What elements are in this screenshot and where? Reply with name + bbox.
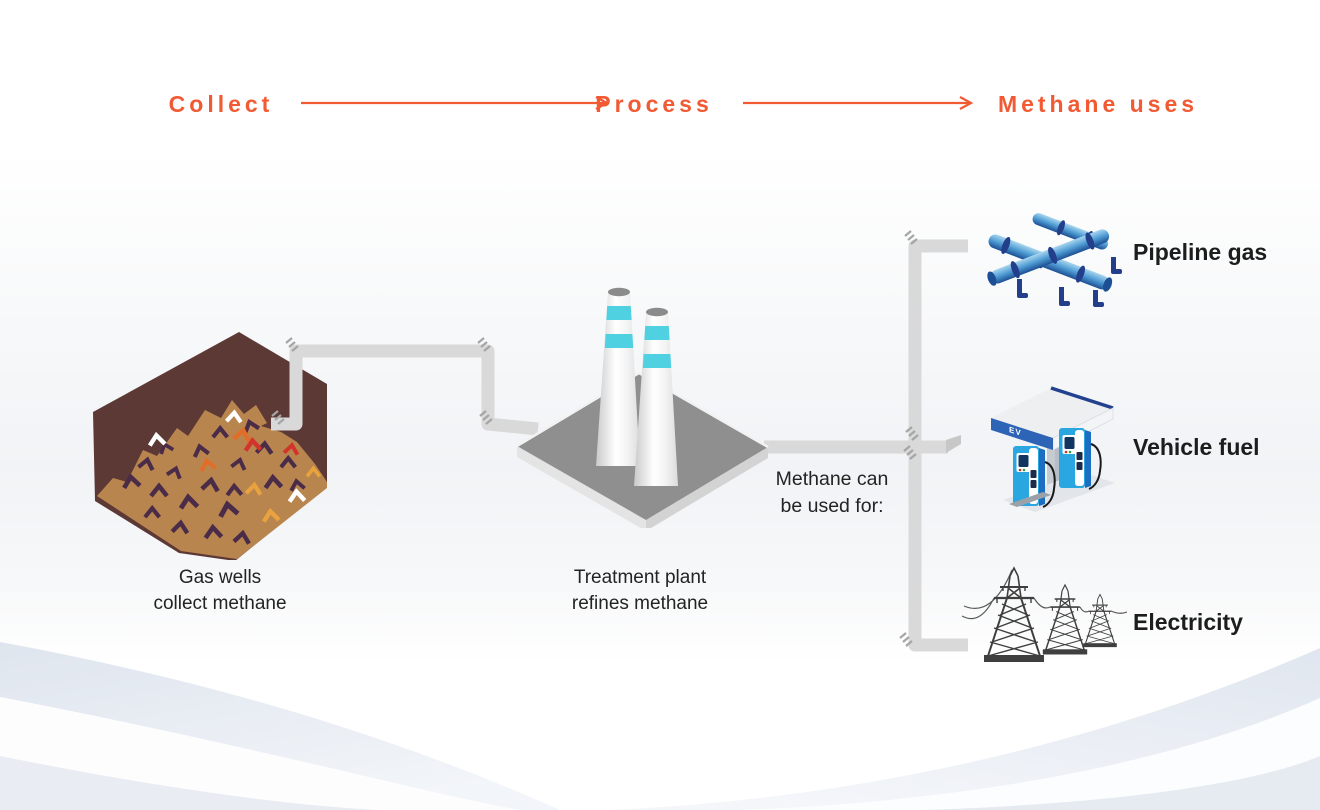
plant-caption-line1: Treatment plant	[573, 567, 707, 588]
plant-caption: Treatment plant refines methane	[510, 565, 770, 616]
header-step-methane-uses: Methane uses	[997, 91, 1199, 117]
methane-uses-intro: Methane can be used for:	[737, 466, 927, 521]
power-towers-icon	[962, 566, 1127, 664]
landfill-caption-line2: collect methane	[153, 592, 287, 614]
smokestack-left	[596, 287, 640, 466]
header-step-process: Process	[595, 91, 713, 117]
methane-uses-intro-line2: be used for:	[780, 495, 884, 518]
landfill-icon	[93, 332, 327, 560]
header-step-collect: Collect	[168, 91, 274, 117]
fuel-pump-right	[1059, 428, 1102, 490]
methane-uses-intro-line1: Methane can	[775, 468, 889, 490]
pipeline-icon	[987, 213, 1122, 307]
fuel-station-icon: EV	[991, 386, 1115, 512]
landfill-caption: Gas wells collect methane	[90, 565, 350, 616]
electricity-label: Electricity	[1133, 609, 1243, 635]
vehicle-fuel-label: Vehicle fuel	[1133, 434, 1260, 460]
flow-arrow-collect-to-process	[301, 96, 610, 110]
fuel-pump-left	[1009, 446, 1056, 508]
flow-arrow-process-to-uses	[743, 96, 974, 110]
canopy: EV	[991, 386, 1114, 451]
plant-caption-line2: refines methane	[571, 592, 709, 614]
ev-sign: EV	[1009, 425, 1022, 438]
treatment-plant-icon	[516, 287, 769, 528]
smokestack-right	[634, 307, 678, 486]
landfill-caption-line1: Gas wells	[178, 567, 262, 588]
pipeline-gas-label: Pipeline gas	[1133, 239, 1268, 265]
